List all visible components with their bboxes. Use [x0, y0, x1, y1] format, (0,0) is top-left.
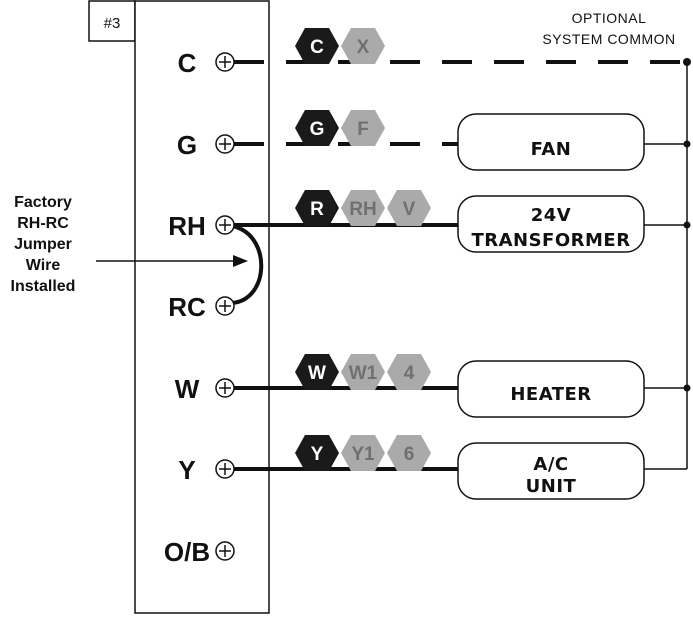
junction-dots [683, 58, 691, 392]
junction-dot [683, 140, 691, 148]
screw-icon [215, 215, 235, 235]
svg-text:RH: RH [349, 199, 376, 220]
jumper-note: Factory RH-RC Jumper Wire Installed [11, 194, 76, 295]
board-id-label: #3 [104, 15, 121, 32]
terminal-label-rc: RC [168, 292, 206, 322]
svg-text:Y: Y [311, 444, 324, 465]
ac-unit-box: A/C UNIT [457, 442, 645, 500]
wire-tag: C [295, 28, 339, 64]
svg-text:F: F [357, 119, 369, 140]
svg-text:TRANSFORMER: TRANSFORMER [471, 230, 630, 251]
wire-tag: V [387, 190, 431, 226]
junction-dot [683, 384, 691, 392]
wire-tag: W1 [341, 354, 385, 390]
wire-tag: G [295, 110, 339, 146]
screw-icon [215, 541, 235, 561]
svg-text:24V: 24V [531, 205, 571, 226]
screw-icon [215, 378, 235, 398]
svg-text:4: 4 [404, 363, 415, 384]
svg-text:Y1: Y1 [351, 444, 375, 465]
wire-tag: W [295, 354, 339, 390]
svg-text:SYSTEM COMMON: SYSTEM COMMON [542, 31, 675, 47]
svg-text:FAN: FAN [531, 139, 572, 160]
screw-icon [215, 296, 235, 316]
screw-icon [215, 52, 235, 72]
svg-text:6: 6 [404, 444, 415, 465]
terminal-board [134, 0, 270, 614]
svg-text:UNIT: UNIT [526, 476, 577, 497]
board-id-tab: #3 [88, 0, 136, 42]
terminal-label-g: G [177, 130, 197, 160]
terminal-label-w: W [175, 374, 200, 404]
wire-tag: 6 [387, 435, 431, 471]
svg-text:A/C: A/C [533, 454, 568, 475]
fan-box: FAN [457, 113, 645, 171]
wire-tag: Y1 [341, 435, 385, 471]
svg-text:X: X [357, 37, 370, 58]
wire-tag: RH [341, 190, 385, 226]
screw-icon [215, 459, 235, 479]
heater-box: HEATER [457, 360, 645, 418]
svg-text:W: W [308, 363, 326, 384]
svg-text:Wire: Wire [26, 257, 61, 274]
svg-text:W1: W1 [349, 363, 378, 384]
svg-text:V: V [403, 199, 416, 220]
junction-dot [683, 58, 691, 66]
screw-icon [215, 134, 235, 154]
terminal-label-c: C [178, 48, 197, 78]
svg-text:OPTIONAL: OPTIONAL [572, 10, 647, 26]
svg-text:Factory: Factory [14, 194, 72, 211]
svg-text:C: C [310, 37, 324, 58]
junction-dot [683, 221, 691, 229]
wire-tag: R [295, 190, 339, 226]
wire-tag: Y [295, 435, 339, 471]
svg-text:Jumper: Jumper [14, 236, 72, 253]
wire-tag: 4 [387, 354, 431, 390]
terminal-screws [215, 52, 235, 561]
svg-text:HEATER: HEATER [510, 384, 591, 405]
svg-text:G: G [310, 119, 325, 140]
svg-text:Installed: Installed [11, 278, 76, 295]
optional-common-label: OPTIONAL SYSTEM COMMON [542, 10, 675, 47]
terminal-label-rh: RH [168, 211, 206, 241]
svg-text:R: R [310, 199, 324, 220]
rh-rc-jumper-wire [231, 224, 264, 305]
svg-text:RH-RC: RH-RC [17, 215, 69, 232]
jumper-arrow [96, 255, 248, 267]
wire-tag: X [341, 28, 385, 64]
transformer-box: 24V TRANSFORMER [457, 195, 645, 253]
terminal-label-ob: O/B [164, 537, 210, 567]
terminal-label-y: Y [178, 455, 195, 485]
arrow-head-icon [233, 255, 248, 267]
wire-tag: F [341, 110, 385, 146]
